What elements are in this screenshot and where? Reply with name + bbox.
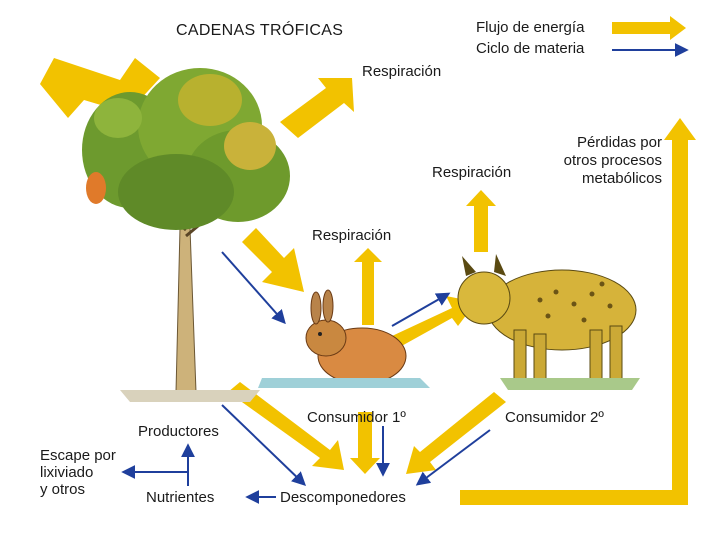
- legend-matter-label: Ciclo de materia: [476, 40, 585, 57]
- producer-to-decomposer-arrow: [228, 382, 344, 470]
- tree-to-rabbit-matter-arrow: [221, 251, 286, 325]
- escape-label: Escape por lixiviado y otros: [40, 447, 116, 498]
- consumer2-label: Consumidor 2º: [505, 409, 604, 426]
- legend-energy-arrow: [612, 16, 686, 40]
- losses-label: Pérdidas por otros procesos metabólicos: [563, 134, 662, 187]
- decomposers-label: Descomponedores: [280, 489, 406, 506]
- diagram-title: CADENAS TRÓFICAS: [176, 22, 344, 39]
- consumer1-to-consumer2-arrow: [392, 296, 476, 348]
- respiration-producer-arrow: [280, 78, 354, 138]
- producer-to-consumer1-arrow: [242, 228, 304, 292]
- consumer2-to-decomposer-arrow: [406, 392, 506, 474]
- respiration-consumer1-arrow: [354, 248, 382, 325]
- respiration-producer-label: Respiración: [362, 63, 442, 80]
- producers-label: Productores: [138, 423, 219, 440]
- rabbit-to-lynx-matter-arrow: [391, 292, 451, 327]
- rabbit-icon: [258, 289, 430, 388]
- tree-icon: [82, 68, 290, 402]
- consumer2-to-decomposers-matter-arrow: [415, 429, 491, 486]
- consumer1-label: Consumidor 1º: [307, 409, 406, 426]
- respiration-consumer1-label: Respiración: [312, 227, 392, 244]
- losses-arrow: [460, 118, 696, 505]
- respiration-consumer2-label: Respiración: [432, 164, 512, 181]
- energy-flow-arrows: [40, 16, 696, 505]
- consumer1-to-decomposer-arrow: [350, 412, 380, 474]
- producers-to-decomposers-matter-arrow: [221, 404, 307, 486]
- nutrients-to-escape-matter-arrow: [121, 465, 189, 486]
- respiration-consumer2-arrow: [466, 190, 496, 252]
- matter-cycle-arrows: [121, 43, 689, 504]
- nutrients-label: Nutrientes: [146, 489, 215, 506]
- lynx-icon: [457, 254, 640, 390]
- legend-energy-label: Flujo de energía: [476, 19, 585, 36]
